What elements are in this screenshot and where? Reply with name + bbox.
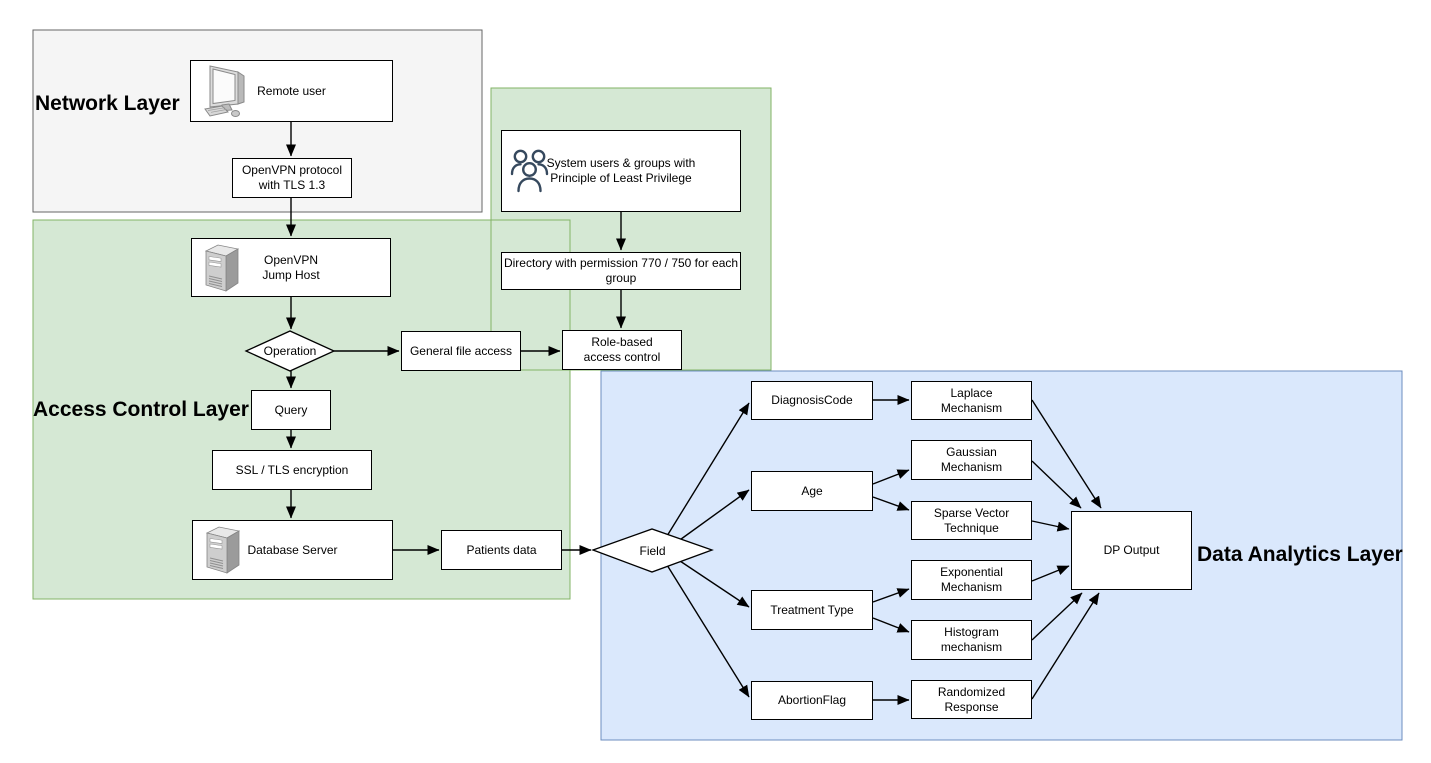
node-patients-data: Patients data: [441, 530, 562, 570]
access-control-layer-label: Access Control Layer: [33, 398, 249, 421]
node-label: Gaussian: [946, 445, 997, 459]
node-label: OpenVPN: [263, 252, 319, 267]
node-database-server: Database Server: [192, 520, 393, 580]
layer-borders: [32, 29, 1403, 741]
flow-arrow: [1031, 592, 1083, 641]
node-laplace-mechanism: Laplace Mechanism: [911, 381, 1032, 420]
node-label: Randomized: [937, 684, 1006, 699]
node-query: Query: [251, 390, 331, 430]
flow-arrow: [1031, 520, 1070, 532]
node-histogram-mechanism: Histogram mechanism: [911, 620, 1032, 660]
node-label: Technique: [944, 520, 999, 535]
flow-arrows: [286, 122, 1102, 705]
node-label: Response: [944, 699, 999, 714]
node-openvpn-jump-host: OpenVPN Jump Host: [191, 238, 391, 297]
node-label: Laplace: [950, 385, 993, 400]
node-label: Directory with permission 770 / 750 for …: [503, 256, 739, 270]
node-label: Mechanism: [940, 580, 1003, 594]
node-operation: Operation: [263, 344, 317, 358]
node-remote-user: Remote user: [190, 60, 393, 122]
node-role-based-access-control: Role-based access control: [562, 330, 682, 370]
node-label: Remote user: [257, 83, 326, 98]
node-gaussian-mechanism: Gaussian Mechanism: [911, 440, 1032, 480]
node-label: Jump Host: [262, 267, 320, 282]
node-label: Query: [274, 402, 308, 417]
network-layer-label: Network Layer: [35, 92, 180, 115]
node-dp-output: DP Output: [1071, 511, 1192, 590]
node-label: Principle of Least Privilege: [550, 171, 692, 185]
flow-arrow: [872, 588, 910, 603]
data-analytics-layer-box: [601, 371, 1402, 740]
flow-arrow: [676, 558, 750, 608]
node-diagnosiscode: DiagnosisCode: [751, 381, 873, 420]
flow-arrow: [872, 496, 910, 511]
flow-arrow: [666, 564, 750, 698]
operation-decision-diamond: [244, 330, 336, 372]
node-directory-permissions: Directory with permission 770 / 750 for …: [501, 252, 741, 290]
node-label: with TLS 1.3: [258, 178, 326, 192]
flow-arrow: [1031, 460, 1082, 509]
field-decision-diamond: [591, 528, 714, 573]
node-label: DP Output: [1103, 543, 1160, 557]
desktop-computer-icon: [204, 65, 245, 117]
node-label: Patients data: [466, 542, 537, 557]
node-abortionflag: AbortionFlag: [751, 681, 873, 720]
flow-arrow: [676, 489, 750, 543]
server-icon: [204, 244, 240, 292]
flow-arrow: [1031, 592, 1100, 700]
node-label: System users & groups with: [546, 156, 696, 170]
user-group-icon: [510, 149, 549, 193]
node-randomized-response: Randomized Response: [911, 680, 1032, 719]
node-label: Age: [801, 483, 823, 498]
node-general-file-access: General file access: [401, 331, 521, 371]
node-label: DiagnosisCode: [771, 393, 853, 407]
data-analytics-layer-label: Data Analytics Layer: [1197, 543, 1403, 566]
flow-arrow: [872, 617, 910, 633]
node-label: Treatment Type: [770, 602, 854, 617]
node-ssl-tls-encryption: SSL / TLS encryption: [212, 450, 372, 490]
node-age: Age: [751, 471, 873, 511]
node-label: Exponential: [940, 565, 1003, 579]
node-label: Database Server: [247, 542, 338, 557]
node-label: Mechanism: [940, 460, 1003, 474]
node-label: Mechanism: [940, 400, 1003, 415]
node-treatment-type: Treatment Type: [751, 590, 873, 630]
flow-arrow: [1031, 565, 1070, 582]
node-label: OpenVPN protocol: [241, 163, 343, 177]
node-label: group: [605, 271, 637, 285]
node-label: Role-based: [591, 335, 653, 349]
node-system-users-groups: System users & groups with Principle of …: [501, 130, 741, 212]
node-exponential-mechanism: Exponential Mechanism: [911, 560, 1032, 600]
node-label: access control: [583, 350, 661, 364]
node-sparse-vector-technique: Sparse Vector Technique: [911, 501, 1032, 540]
node-label: Histogram: [944, 625, 999, 639]
node-label: SSL / TLS encryption: [235, 462, 349, 477]
flow-arrow: [872, 469, 910, 485]
node-openvpn-protocol: OpenVPN protocol with TLS 1.3: [232, 158, 352, 198]
flow-arrow: [1031, 399, 1102, 509]
flow-arrow: [666, 402, 750, 537]
server-icon: [205, 526, 241, 574]
node-label: mechanism: [940, 640, 1003, 654]
node-label: Sparse Vector: [933, 505, 1010, 520]
node-field: Field: [639, 543, 666, 558]
node-label: AbortionFlag: [777, 693, 847, 707]
node-label: General file access: [409, 343, 513, 358]
